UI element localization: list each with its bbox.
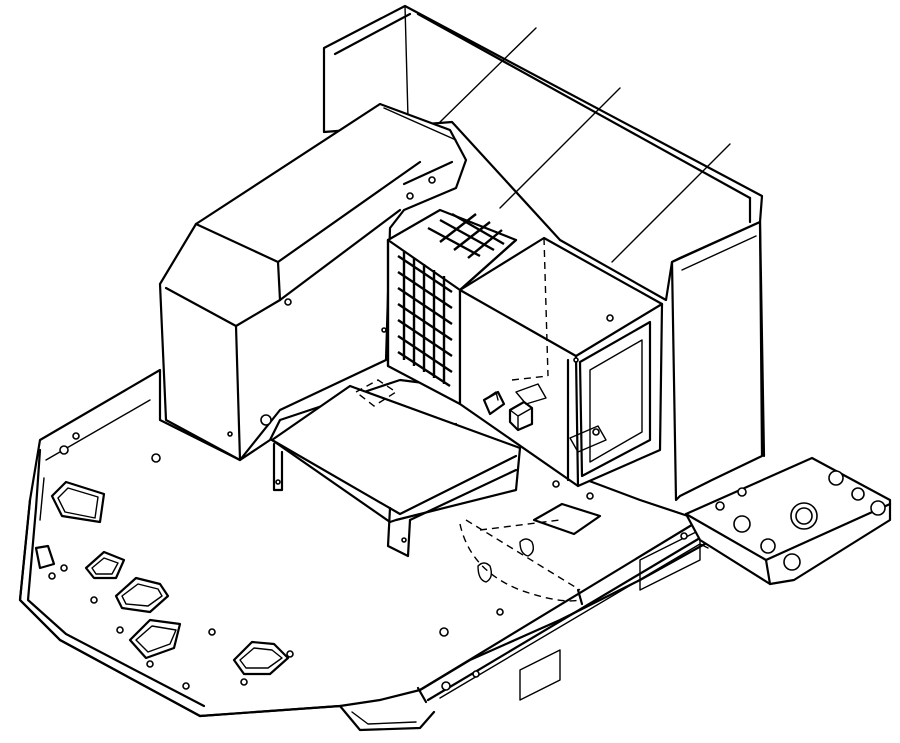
cutout-4 <box>114 576 170 614</box>
leader-1 <box>439 27 537 123</box>
leader-3 <box>611 143 731 263</box>
hidden-outline <box>459 519 584 606</box>
mounting-bracket <box>684 456 892 586</box>
floor-cutouts <box>34 480 602 676</box>
side-mesh <box>397 252 453 388</box>
top-mesh <box>427 212 505 259</box>
floor-holes <box>48 432 688 691</box>
cutout-3 <box>84 550 126 580</box>
cutout-5 <box>128 618 182 660</box>
cutout-2 <box>34 544 56 570</box>
cutout-7 <box>532 502 602 536</box>
switch <box>482 390 506 416</box>
bracket-part <box>515 383 547 405</box>
right-side-wall <box>670 220 766 502</box>
cutout-6 <box>232 640 290 676</box>
leader-2 <box>499 87 621 209</box>
blower-unit <box>381 208 518 406</box>
console-cover <box>158 102 468 462</box>
step-cover <box>270 379 522 558</box>
callout-leaders <box>439 27 731 263</box>
